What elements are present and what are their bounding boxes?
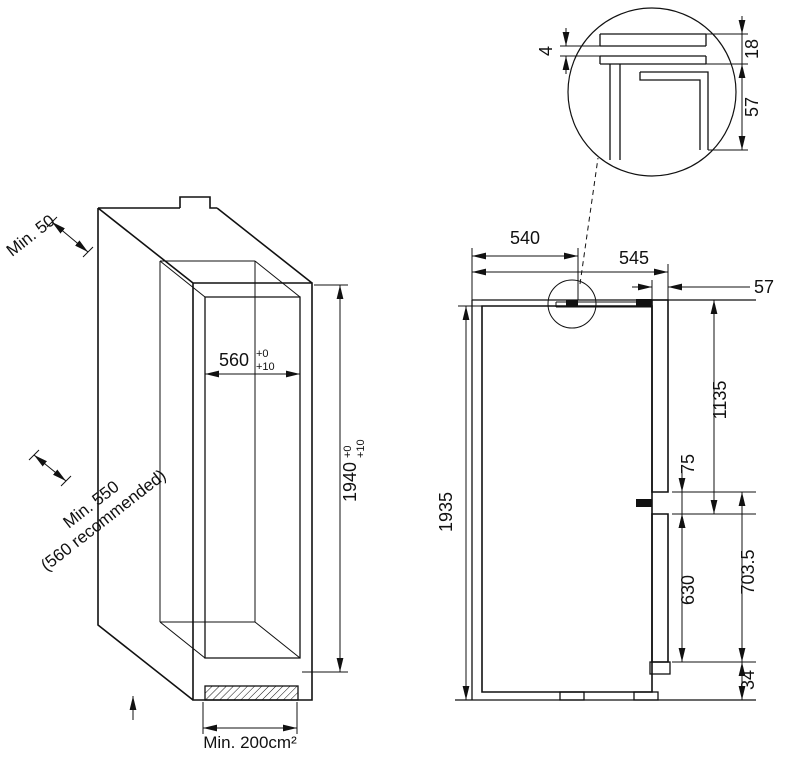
dim-detail-rail-18: 18	[706, 16, 762, 65]
detail-door-top-label: 57	[742, 97, 762, 117]
lower-bracket	[649, 661, 671, 675]
appliance-depth-label: 545	[619, 248, 649, 268]
dim-niche-width: 560 +0 +10	[205, 348, 300, 378]
niche-width-tol-bottom: +10	[256, 361, 275, 373]
niche-height-tol-top: +0	[342, 445, 354, 458]
niche-height-tol-bottom: +10	[355, 439, 367, 458]
vent-area-label: Min. 200cm²	[203, 733, 297, 752]
dim-niche-height: 1940 +0 +10	[302, 284, 367, 673]
dim-niche-depth-540: 540	[471, 228, 579, 300]
dim-wall-clearance: Min. 50	[3, 211, 94, 260]
niche-interior-lines	[159, 260, 301, 659]
dim-upper-door-1135: 1135	[672, 300, 756, 515]
vent-hatch	[204, 685, 299, 701]
right-side-view: 540 545 57 1935 1	[436, 157, 774, 701]
top-hinge-bracket	[636, 299, 652, 307]
detail-reference-circle	[547, 279, 597, 329]
lower-door	[651, 513, 669, 663]
door-thickness-label: 57	[754, 277, 774, 297]
cabinet-outline	[97, 196, 313, 701]
lower-door-height-label: 630	[678, 575, 698, 605]
appliance-body	[481, 305, 653, 693]
detail-circle	[567, 7, 737, 177]
niche-width-value: 560	[219, 350, 249, 370]
left-isometric-view: 560 +0 +10 1940 +0 +10 Min. 50	[3, 196, 367, 752]
base-height-label: 34	[738, 670, 758, 690]
foot-right	[633, 691, 659, 701]
niche-depth-label: 540	[510, 228, 540, 248]
upper-door-height-label: 1135	[710, 381, 730, 420]
detail-profile	[599, 33, 709, 160]
detail-rail-height-label: 18	[742, 39, 762, 59]
dim-door-thickness-57: 57	[632, 277, 774, 300]
detail-leader-line	[579, 157, 599, 285]
dim-vent-area: Min. 200cm²	[129, 696, 298, 752]
dim-base-height-34: 34	[738, 662, 758, 700]
dim-lower-section-703-5: 703.5	[738, 492, 758, 662]
wall-clearance-label: Min. 50	[3, 211, 59, 260]
appliance-height-label: 1935	[436, 492, 456, 532]
dim-appliance-depth-545: 545	[472, 248, 669, 300]
dim-detail-door-top-57: 57	[708, 64, 762, 151]
foot-left	[559, 691, 585, 701]
detail-zoom-view: 4 18 57	[536, 7, 762, 177]
door-gap-label: 75	[678, 454, 698, 474]
niche-height-value: 1940	[340, 462, 360, 502]
rail-end-bracket	[566, 300, 578, 307]
dim-detail-gap-4: 4	[536, 28, 600, 74]
lower-section-label: 703.5	[738, 549, 758, 594]
detail-gap-label: 4	[536, 46, 556, 56]
upper-door	[651, 299, 669, 493]
mid-hinge-bracket	[636, 499, 652, 507]
dim-appliance-height-1935: 1935	[436, 305, 482, 700]
niche-lines	[455, 299, 756, 701]
niche-width-tol-top: +0	[256, 348, 269, 360]
